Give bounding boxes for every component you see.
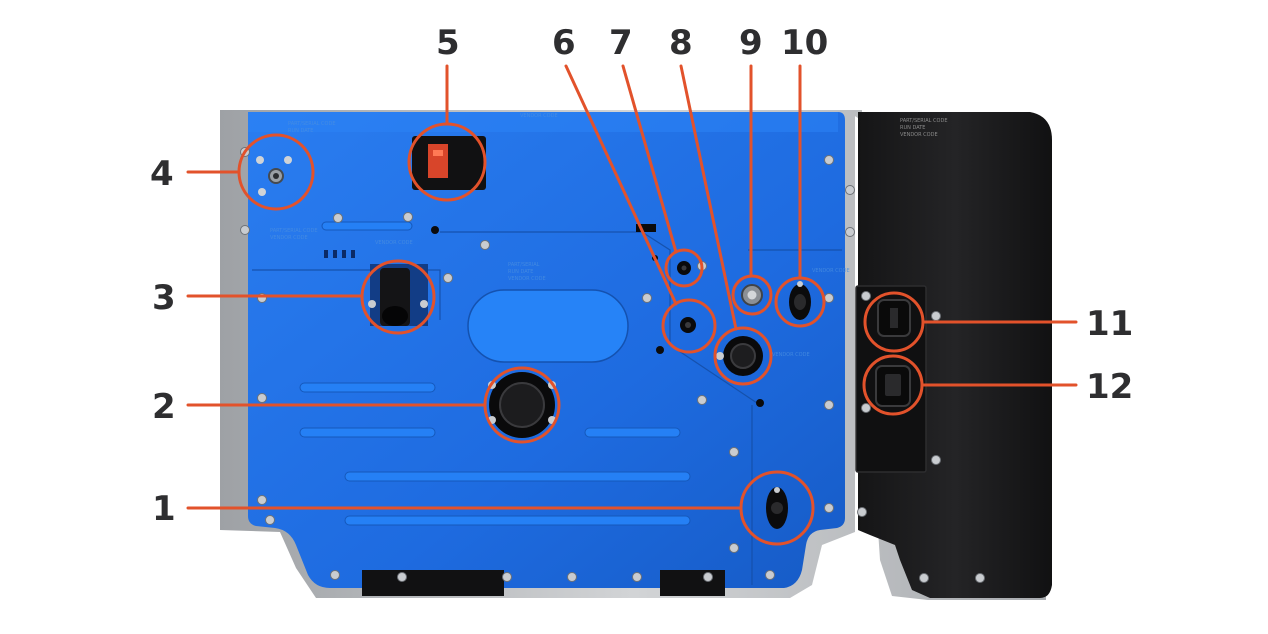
bottom-right-fitting [766, 487, 788, 529]
leader-line-7 [621, 64, 678, 254]
svg-text:VENDOR CODE: VENDOR CODE [900, 132, 938, 138]
svg-text:RUN DATE: RUN DATE [900, 125, 925, 131]
svg-text:PART/SERIAL: PART/SERIAL [508, 262, 540, 268]
socket-lower [875, 365, 911, 407]
callout-10: 10 [774, 23, 828, 328]
callout-number-3: 3 [152, 278, 176, 318]
callout-number-9: 9 [739, 23, 763, 63]
leader-line-8 [679, 64, 738, 331]
callout-number-4: 4 [150, 154, 174, 194]
callout-ring-7 [664, 248, 704, 288]
callout-number-8: 8 [669, 23, 693, 63]
label-plate [412, 136, 486, 190]
panel-bolts [240, 147, 985, 583]
callout-5: 5 [407, 23, 487, 202]
vent-slots [324, 250, 355, 258]
panel-ribs [299, 221, 691, 526]
callout-11: 11 [863, 291, 1133, 353]
callout-number-5: 5 [436, 23, 460, 63]
callout-1: 1 [152, 470, 815, 546]
callout-9: 9 [731, 23, 773, 316]
panel-seams [252, 231, 842, 585]
leader-line-6 [564, 64, 678, 306]
corner-valve [256, 156, 292, 196]
callout-3: 3 [152, 259, 436, 335]
callout-2: 2 [152, 366, 561, 444]
embossed-pad [467, 289, 629, 363]
callout-number-1: 1 [152, 489, 176, 529]
callout-12: 12 [862, 354, 1133, 416]
svg-text:PART/SERIAL CODE: PART/SERIAL CODE [270, 228, 317, 234]
callout-6: 6 [552, 23, 717, 354]
callout-8: 8 [669, 23, 773, 386]
enclosure-stamp: PART/SERIAL CODE RUN DATE VENDOR CODE [900, 118, 947, 138]
svg-text:RUN DATE: RUN DATE [288, 128, 313, 134]
callout-7: 7 [609, 23, 704, 288]
callout-ring-6 [661, 298, 717, 354]
socket-upper [877, 299, 911, 337]
callout-ring-8 [713, 326, 773, 386]
svg-text:VENDOR CODE: VENDOR CODE [772, 352, 810, 358]
svg-text:VENDOR CODE: VENDOR CODE [520, 113, 558, 119]
svg-text:VENDOR CODE: VENDOR CODE [270, 235, 308, 241]
svg-text:VENDOR CODE: VENDOR CODE [508, 276, 546, 282]
dark-enclosure [858, 112, 1052, 598]
callout-number-2: 2 [152, 387, 176, 427]
small-port-lower [680, 317, 696, 333]
square-pipe-outlet [368, 264, 428, 326]
medium-round-port [716, 336, 763, 376]
svg-text:VENDOR CODE: VENDOR CODE [375, 240, 413, 246]
oval-fitting [789, 281, 811, 320]
callout-number-10: 10 [781, 23, 828, 63]
base-feet [362, 570, 725, 596]
panel-stamps: PART/SERIAL CODE RUN DATE PART/SERIAL CO… [270, 113, 850, 358]
callout-number-12: 12 [1086, 367, 1133, 407]
threaded-connector [741, 284, 763, 306]
callout-number-7: 7 [609, 23, 633, 63]
svg-text:PART/SERIAL CODE: PART/SERIAL CODE [288, 121, 335, 127]
callout-4: 4 [150, 133, 315, 211]
svg-text:PART/SERIAL CODE: PART/SERIAL CODE [900, 118, 947, 124]
svg-text:RUN DATE: RUN DATE [508, 269, 533, 275]
callout-number-6: 6 [552, 23, 576, 63]
small-port-upper [677, 261, 691, 275]
svg-text:VENDOR CODE: VENDOR CODE [812, 268, 850, 274]
callout-number-11: 11 [1086, 304, 1133, 344]
